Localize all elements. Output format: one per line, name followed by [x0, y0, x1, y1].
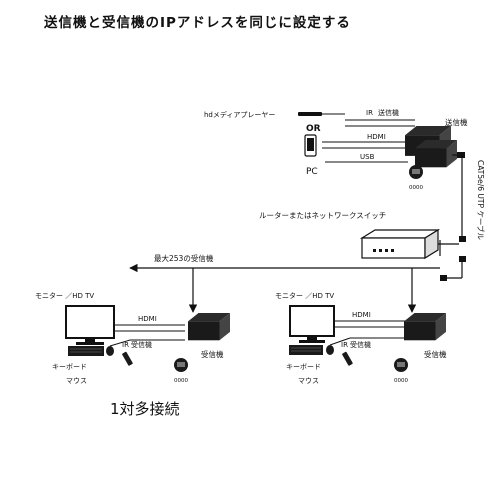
- monitor-icon-2: [289, 305, 335, 343]
- id-label-tx: 0000: [409, 185, 423, 191]
- pc-label: PC: [306, 167, 318, 177]
- id-display-icon-tx: [409, 165, 423, 179]
- hdmi-label-tx: HDMI: [367, 133, 386, 141]
- mouse-label-2: マウス: [298, 377, 319, 385]
- ir-label-1: IR: [122, 341, 129, 349]
- router-label: ルーターまたはネットワークスイッチ: [259, 211, 386, 220]
- cable-label: CAT5e/6 UTP ケーブル: [476, 160, 486, 240]
- monitor-label-1: モニター ／HD TV: [35, 291, 94, 300]
- mouse-icon-2: [326, 345, 334, 355]
- mouse-icon-1: [106, 346, 114, 356]
- ir-label: IR: [366, 109, 373, 117]
- id-display-icon-2: [394, 358, 408, 372]
- id-display-icon-1: [174, 358, 188, 372]
- hd-player-label: hdメディアプレーヤー: [204, 110, 275, 119]
- diagram-title: 送信機と受信機のIPアドレスを同じに設定する: [43, 14, 351, 31]
- usb-label-tx: USB: [360, 153, 375, 161]
- or-label: OR: [306, 124, 321, 134]
- receiver-device-1: [188, 313, 230, 341]
- keyboard-icon-1: [68, 346, 104, 356]
- monitor-label-2: モニター ／HD TV: [275, 291, 334, 300]
- transmitter-device-back: [415, 140, 457, 168]
- monitor-icon-1: [65, 305, 115, 345]
- ir-receiver-label-2: 受信機: [350, 340, 371, 349]
- receiver-label-1: 受信機: [201, 349, 224, 359]
- network-cable: [439, 152, 466, 281]
- max-receivers-label: 最大253の受信機: [154, 253, 214, 263]
- receiver-unit-1: モニター ／HD TV キーボード マウス HDMI IR 受信機 受信機: [35, 291, 230, 385]
- keyboard-label-2: キーボード: [286, 363, 321, 371]
- hdmi-label-1: HDMI: [138, 315, 157, 323]
- hdmi-label-2: HDMI: [352, 311, 371, 319]
- receiver-label-2: 受信機: [424, 349, 447, 359]
- transmitter-label: 送信機: [445, 117, 468, 127]
- keyboard-icon-2: [289, 345, 323, 355]
- ir-transmitter-label: 送信機: [378, 108, 399, 117]
- transmitter-section: hdメディアプレーヤー OR PC IR 送信機 HDMI USB: [204, 108, 468, 191]
- ir-label-2: IR: [341, 341, 348, 349]
- smartphone-icon: [304, 134, 317, 157]
- caption: 1対多接続: [110, 400, 180, 418]
- mouse-label-1: マウス: [66, 377, 87, 385]
- ir-remote-icon-2: [342, 351, 353, 366]
- hd-player-icon: [298, 112, 330, 116]
- ir-receiver-label-1: 受信機: [131, 340, 152, 349]
- router-icon: [359, 228, 441, 260]
- tx-input-cables: [322, 113, 415, 163]
- keyboard-label-1: キーボード: [52, 363, 87, 371]
- ir-remote-icon-1: [122, 351, 133, 366]
- id-label-1: 0000: [174, 378, 188, 384]
- id-label-2: 0000: [394, 378, 408, 384]
- receiver-unit-2: モニター ／HD TV キーボード マウス HDMI IR 受信機 受信機: [275, 291, 447, 385]
- receiver-device-2: [404, 313, 446, 341]
